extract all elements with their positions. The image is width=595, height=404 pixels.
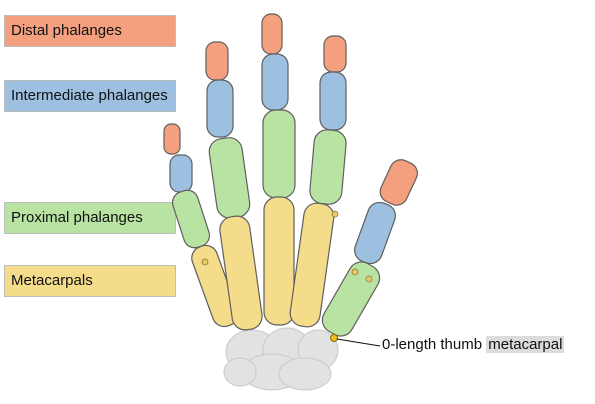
thumb-metacarpal-annotation: 0-length thumb metacarpal xyxy=(382,336,565,353)
ring-finger xyxy=(205,41,263,331)
carpal-bone xyxy=(278,357,332,391)
middle-metacarpal xyxy=(263,196,295,326)
joint-marker xyxy=(351,268,359,276)
ring-proximal-phalanx xyxy=(208,137,251,219)
index-proximal-phalanx xyxy=(309,129,347,205)
thumb-distal-phalanx xyxy=(379,159,418,206)
middle-finger xyxy=(261,13,296,326)
index-intermediate-phalanx xyxy=(319,71,347,131)
middle-proximal-phalanx xyxy=(262,109,296,199)
pinky-distal-phalanx xyxy=(163,123,181,155)
annotation-text: 0-length thumb xyxy=(382,336,487,353)
joint-marker xyxy=(331,210,339,218)
pinky-proximal-phalanx xyxy=(171,189,211,249)
annotation-highlight: metacarpal xyxy=(486,336,565,353)
intermediate-phalanges-label: Intermediate phalanges xyxy=(4,80,176,112)
ring-distal-phalanx xyxy=(205,41,229,81)
middle-intermediate-phalanx xyxy=(261,53,289,111)
ring-intermediate-phalanx xyxy=(206,79,234,138)
thumb-first-bone xyxy=(321,261,381,337)
pinky-intermediate-phalanx xyxy=(169,154,193,193)
joint-markers xyxy=(201,210,373,283)
index-metacarpal xyxy=(289,202,335,328)
thumb xyxy=(321,159,418,337)
distal-phalanges-label: Distal phalanges xyxy=(4,15,176,47)
carpal-bone xyxy=(223,357,257,387)
annotation-leader-line xyxy=(336,338,381,347)
middle-distal-phalanx xyxy=(261,13,283,55)
joint-marker xyxy=(365,275,373,283)
thumb-metacarpal-point xyxy=(330,334,338,342)
index-finger xyxy=(289,35,347,328)
ring-metacarpal xyxy=(219,215,263,331)
pinky-finger xyxy=(163,123,239,328)
index-distal-phalanx xyxy=(323,35,347,73)
thumb-proximal-phalanx xyxy=(354,201,396,265)
carpal-bones xyxy=(223,327,339,391)
metacarpals-label: Metacarpals xyxy=(4,265,176,297)
joint-marker xyxy=(201,258,209,266)
proximal-phalanges-label: Proximal phalanges xyxy=(4,202,176,234)
